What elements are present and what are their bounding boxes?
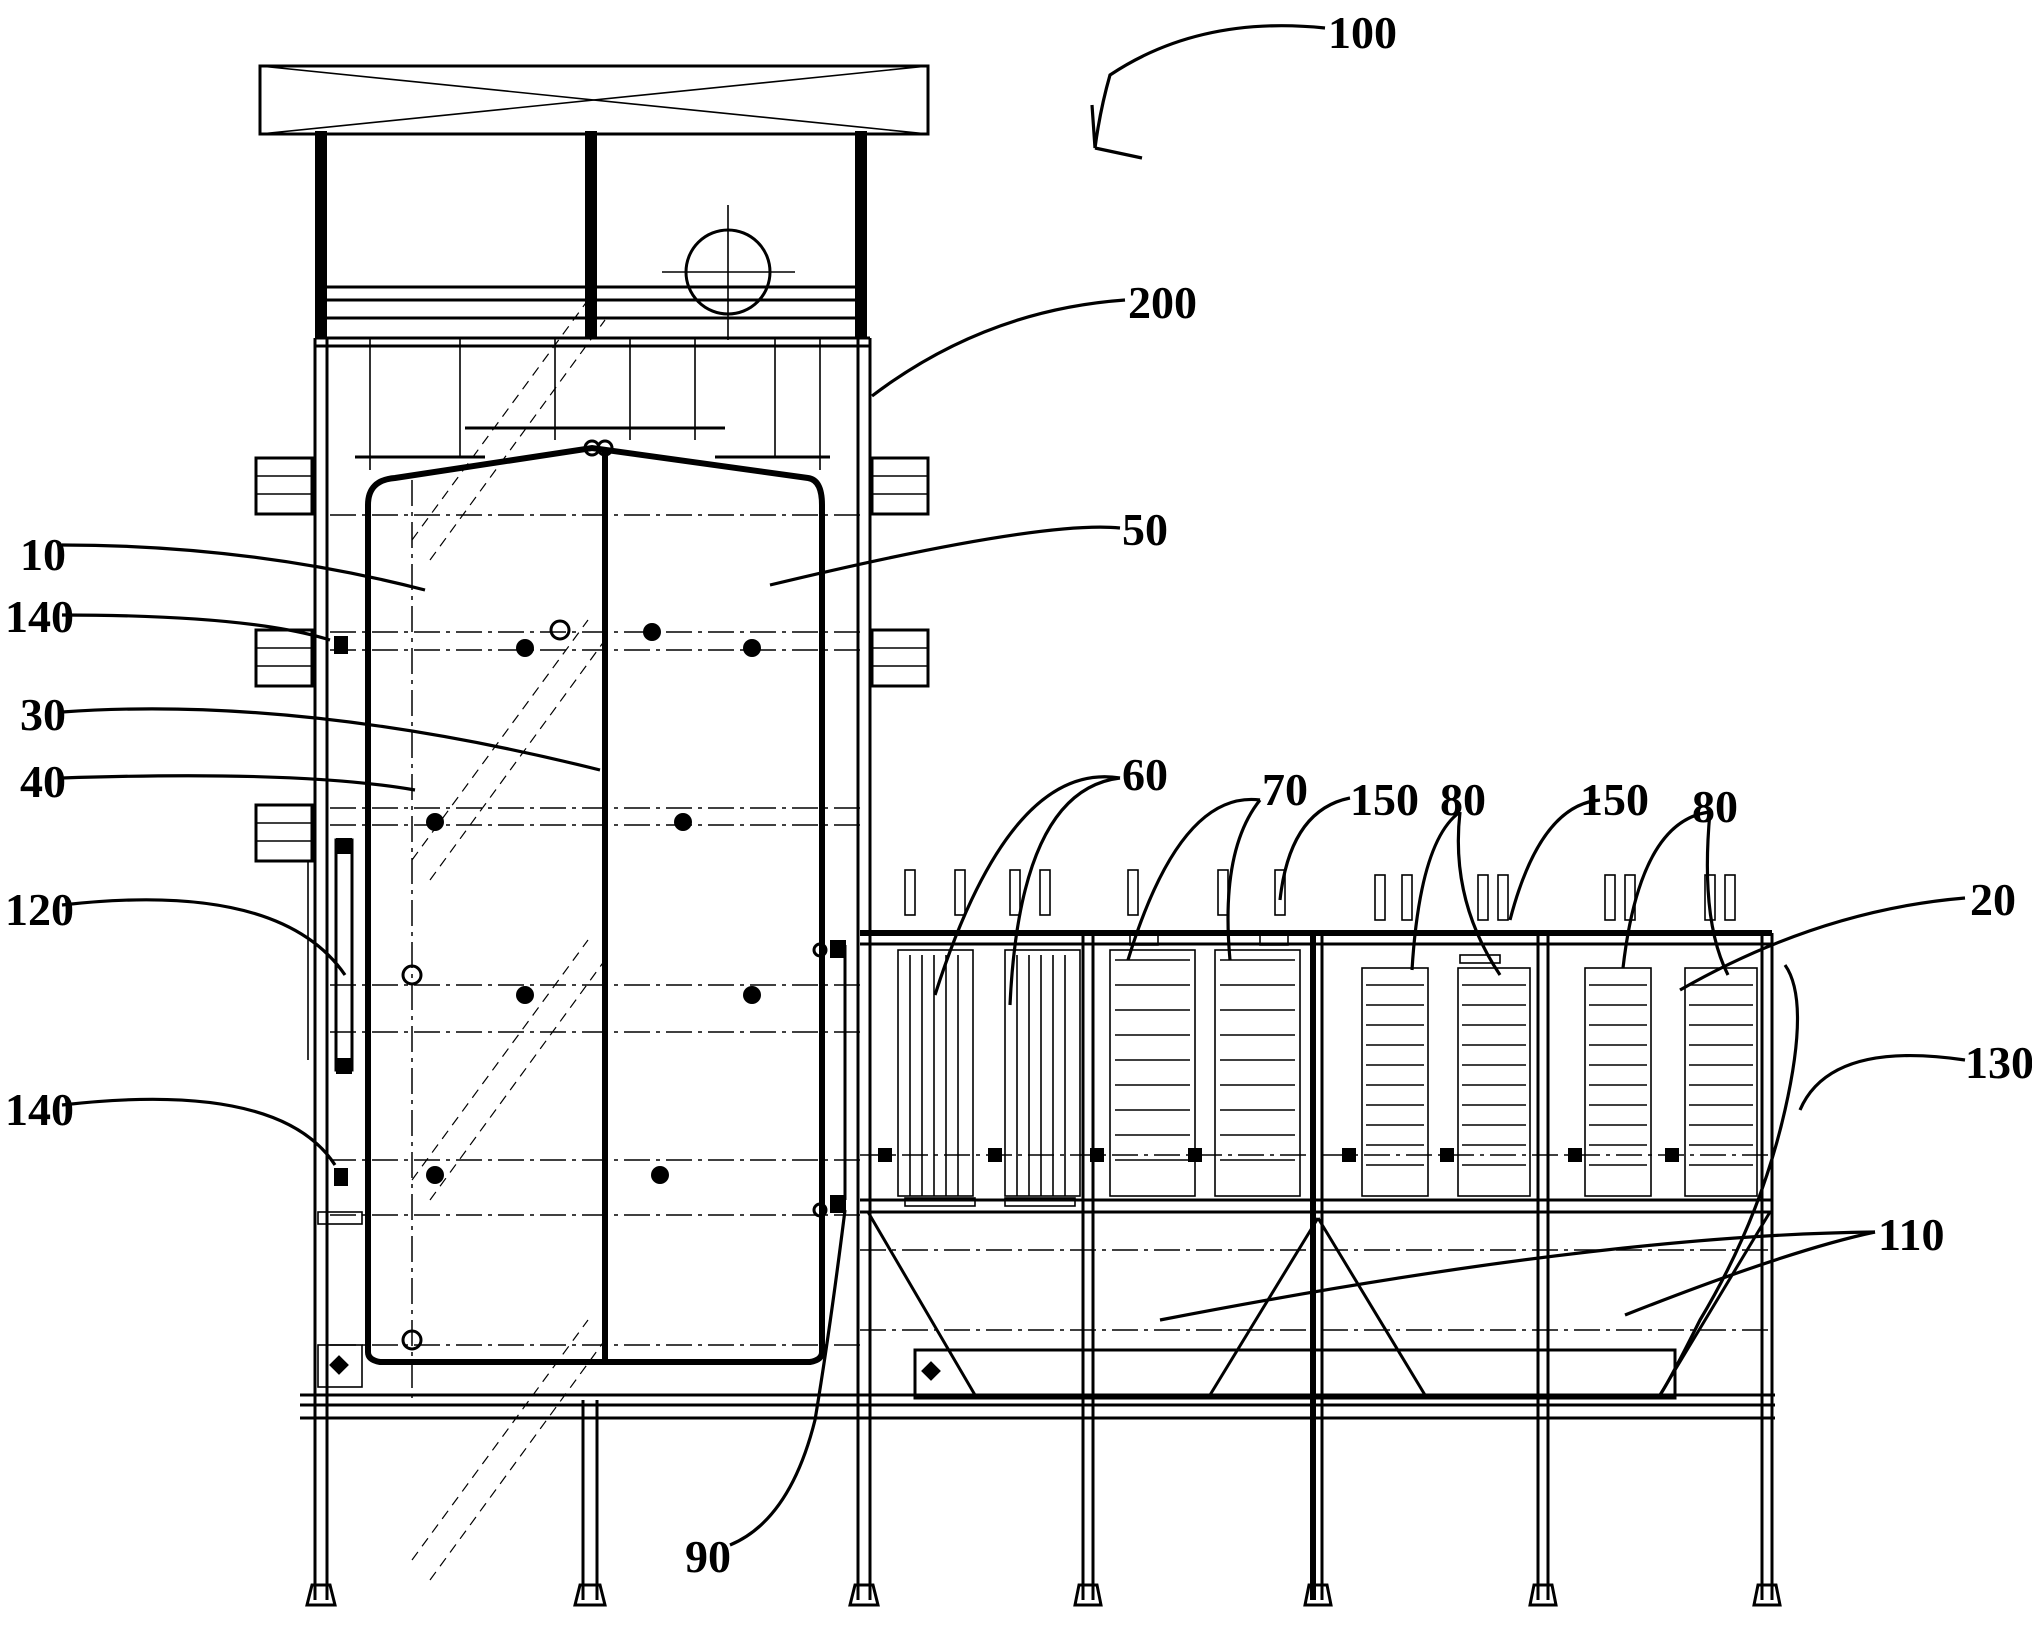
module-80-b — [1584, 874, 1758, 1197]
label-80-b: 80 — [1692, 781, 1738, 832]
label-110: 110 — [1878, 1209, 1944, 1260]
label-10: 10 — [20, 529, 66, 580]
label-50: 50 — [1122, 504, 1168, 555]
label-30: 30 — [20, 689, 66, 740]
label-120: 120 — [5, 884, 74, 935]
label-90: 90 — [685, 1531, 731, 1582]
label-140-lower: 140 — [5, 1084, 74, 1135]
reference-labels: 100 200 10 50 140 30 40 120 140 60 70 15… — [5, 7, 2032, 1582]
module-70 — [1109, 869, 1301, 1197]
leader-lines — [61, 24, 1966, 1547]
label-150-b: 150 — [1580, 774, 1649, 825]
label-40: 40 — [20, 756, 66, 807]
module-section — [812, 869, 1782, 1607]
label-150-a: 150 — [1350, 774, 1419, 825]
side-platforms — [254, 456, 930, 863]
roof-canopy — [258, 64, 930, 340]
label-70: 70 — [1262, 764, 1308, 815]
label-130: 130 — [1965, 1037, 2032, 1088]
label-140-upper: 140 — [5, 591, 74, 642]
label-200: 200 — [1128, 277, 1197, 328]
label-100: 100 — [1328, 7, 1397, 58]
module-60 — [897, 869, 1081, 1207]
module-80-a — [1361, 874, 1531, 1197]
main-frame — [300, 336, 1775, 1607]
label-80-a: 80 — [1440, 774, 1486, 825]
vessel — [307, 299, 860, 1581]
label-20: 20 — [1970, 874, 2016, 925]
label-60: 60 — [1122, 749, 1168, 800]
